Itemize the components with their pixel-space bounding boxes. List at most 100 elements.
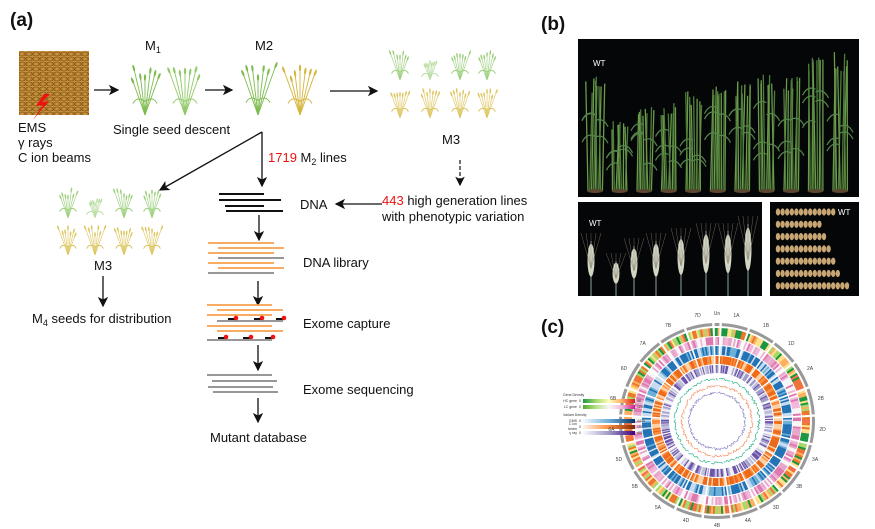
density-heatmap-cell [639, 385, 649, 391]
density-heatmap-cell [667, 377, 675, 385]
grain [794, 257, 799, 265]
variant-track-line [687, 419, 692, 428]
density-heatmap-cell [670, 494, 677, 503]
density-heatmap-cell [669, 390, 677, 397]
variant-track-line [733, 397, 740, 405]
density-heatmap-cell [652, 414, 661, 418]
density-heatmap-cell [763, 429, 773, 433]
density-heatmap-cell [720, 505, 724, 514]
density-heatmap-cell [776, 389, 786, 395]
density-heatmap-cell [724, 337, 727, 346]
density-heatmap-cell [636, 443, 645, 448]
density-heatmap-cell [772, 405, 781, 409]
density-heatmap-cell [669, 375, 677, 383]
density-heatmap-cell [764, 427, 773, 431]
grain [821, 208, 827, 216]
density-heatmap-cell [752, 357, 760, 367]
density-heatmap-cell [773, 426, 782, 429]
density-heatmap-cell [778, 444, 788, 450]
density-heatmap-cell [693, 483, 698, 493]
density-heatmap-cell [652, 423, 661, 426]
grain [803, 269, 808, 278]
grain [794, 282, 799, 290]
grain [803, 208, 808, 216]
density-heatmap-cell [649, 449, 659, 456]
density-heatmap-cell [721, 356, 724, 365]
density-heatmap-cell [663, 452, 671, 459]
density-heatmap-cell [762, 435, 771, 439]
density-heatmap-cell [661, 385, 669, 392]
density-heatmap-cell [658, 475, 666, 483]
density-heatmap-cell [761, 492, 768, 501]
density-heatmap-cell [707, 356, 711, 365]
density-heatmap-cell [700, 367, 705, 376]
density-heatmap-cell [687, 372, 694, 381]
density-heatmap-cell [648, 464, 656, 472]
exome-sequencing-icon [207, 374, 278, 393]
density-heatmap-cell [747, 468, 754, 476]
density-heatmap-cell [749, 466, 756, 475]
wheat-plant-icon [281, 64, 317, 116]
variant-track-line [756, 406, 761, 419]
density-heatmap-cell [675, 452, 682, 460]
density-heatmap-cell [637, 392, 646, 398]
density-heatmap-cell [690, 493, 695, 502]
density-heatmap-cell [646, 392, 656, 398]
density-heatmap-cell [762, 481, 769, 489]
density-heatmap-cell [633, 407, 642, 411]
grain [780, 257, 785, 265]
variant-track-line [692, 435, 698, 443]
density-heatmap-cell [658, 462, 667, 470]
density-heatmap-cell [754, 474, 762, 483]
density-heatmap-cell [727, 337, 731, 347]
density-heatmap-cell [696, 465, 701, 474]
density-heatmap-cell [651, 468, 660, 476]
density-heatmap-cell [666, 441, 674, 446]
chromosome-label: 4B [713, 523, 721, 529]
density-heatmap-cell [766, 447, 775, 453]
density-heatmap-cell [759, 443, 767, 448]
density-heatmap-cell [762, 491, 769, 500]
density-heatmap-cell [641, 382, 650, 388]
chromosome-label: 5B [631, 483, 638, 490]
density-heatmap-cell [772, 363, 780, 371]
density-heatmap-cell [711, 468, 714, 477]
chromosome-label: 6D [620, 366, 628, 373]
density-heatmap-cell [771, 484, 779, 493]
density-heatmap-cell [691, 473, 696, 482]
variant-track-line [697, 441, 705, 447]
density-heatmap-cell [670, 447, 678, 454]
density-heatmap-cell [653, 431, 662, 435]
density-heatmap-cell [662, 405, 671, 410]
density-heatmap-cell [661, 423, 670, 425]
density-heatmap-cell [656, 441, 665, 446]
grain [794, 208, 799, 216]
grain [780, 269, 785, 278]
density-heatmap-cell [661, 410, 670, 414]
density-heatmap-cell [693, 349, 698, 359]
density-heatmap-cell [668, 362, 676, 371]
density-heatmap-cell [715, 365, 717, 374]
density-heatmap-cell [790, 398, 799, 403]
density-heatmap-cell [756, 349, 763, 358]
density-heatmap-cell [656, 395, 665, 400]
density-heatmap-cell [688, 350, 694, 360]
density-heatmap-cell [780, 476, 788, 484]
density-heatmap-cell [742, 341, 748, 351]
density-heatmap-cell [748, 478, 755, 487]
density-heatmap-cell [703, 366, 707, 375]
density-heatmap-cell [651, 353, 659, 361]
density-heatmap-cell [652, 409, 661, 413]
density-heatmap-cell [664, 491, 672, 500]
density-heatmap-cell [719, 365, 722, 374]
density-heatmap-cell [718, 496, 721, 505]
density-heatmap-cell [730, 338, 735, 347]
density-heatmap-cell [734, 368, 739, 377]
density-heatmap-cell [741, 461, 748, 469]
density-heatmap-cell [699, 475, 703, 484]
variant-track-line [689, 404, 696, 412]
density-heatmap-cell [650, 467, 659, 475]
density-heatmap-cell [706, 328, 710, 337]
density-heatmap-cell [685, 352, 691, 362]
